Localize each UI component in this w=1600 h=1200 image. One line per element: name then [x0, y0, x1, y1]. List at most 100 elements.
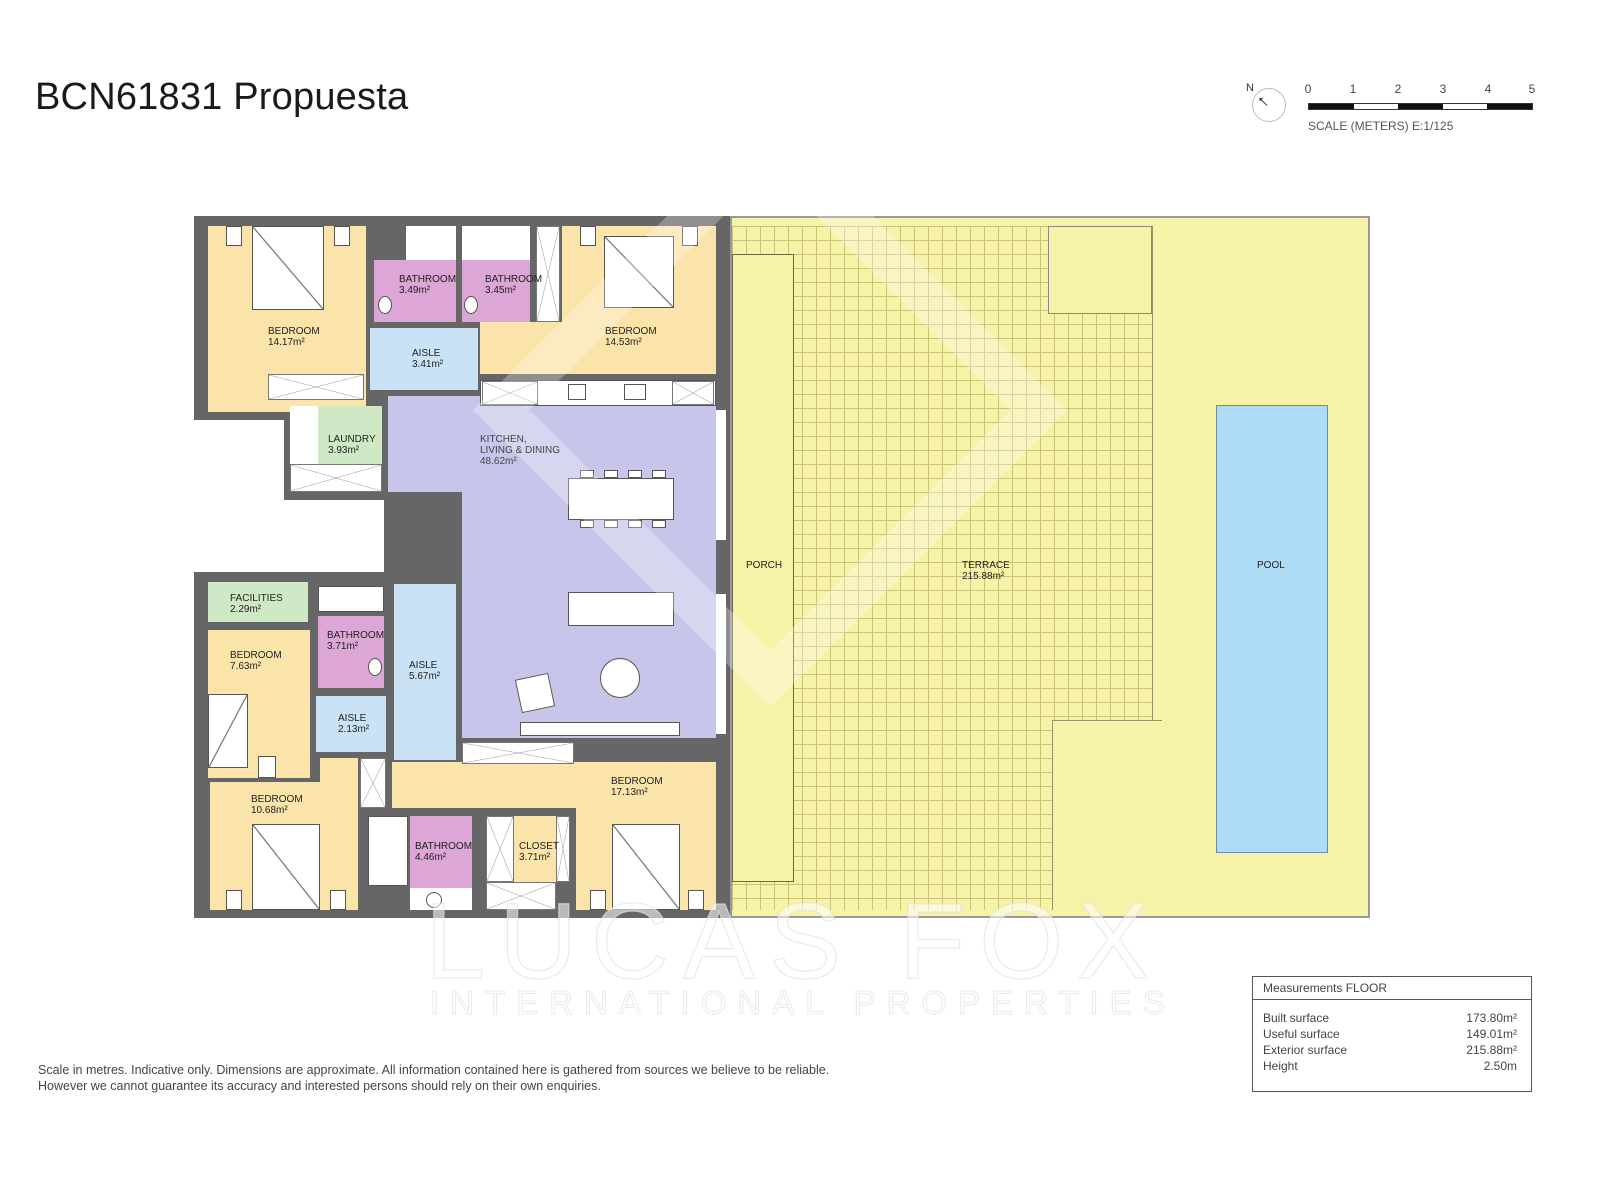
measurement-row: Built surface 173.80m²: [1253, 1010, 1531, 1026]
nightstand: [688, 890, 704, 910]
label-bedroom-small: BEDROOM 7.63m²: [230, 650, 282, 672]
label-terrace: TERRACE 215.88m²: [962, 560, 1010, 582]
scale-tick: 1: [1349, 82, 1357, 96]
terrace-plain-upper: [1048, 226, 1152, 314]
label-aisle-small: AISLE 2.13m²: [338, 713, 370, 735]
label-facilities: FACILITIES 2.29m²: [230, 593, 283, 615]
label-aisle-mid: AISLE 5.67m²: [409, 660, 441, 682]
scale-label: SCALE (METERS) E:1/125: [1308, 119, 1454, 133]
dining-chair: [580, 470, 594, 478]
bed-ne: [604, 236, 674, 308]
room-bathroom-4: [410, 816, 472, 888]
scale-tick: 2: [1394, 82, 1402, 96]
disclaimer: Scale in metres. Indicative only. Dimens…: [38, 1063, 830, 1093]
dining-chair: [652, 520, 666, 528]
label-pool: POOL: [1257, 560, 1285, 571]
nightstand: [258, 756, 276, 778]
dining-chair: [628, 470, 642, 478]
bathroom-1-shower: [406, 226, 456, 260]
sofa: [568, 592, 674, 626]
scale-tick: 5: [1528, 82, 1536, 96]
terrace-plain-lower: [1052, 720, 1162, 910]
dining-chair: [604, 470, 618, 478]
label-closet: CLOSET 3.71m²: [519, 841, 560, 863]
compass-circle: [1252, 88, 1286, 122]
measurements-title: Measurements FLOOR: [1253, 977, 1531, 1000]
label-laundry: LAUNDRY 3.93m²: [328, 434, 376, 456]
nightstand: [590, 890, 606, 910]
sink-icon: [568, 384, 586, 400]
kitchen-cabinet: [482, 381, 538, 405]
window-east: [716, 410, 726, 540]
closet-lower: [486, 882, 556, 910]
nightstand: [580, 226, 596, 246]
room-laundry: [318, 406, 382, 464]
cooktop-icon: [624, 384, 646, 400]
wardrobe-ne: [536, 226, 560, 322]
dining-chair: [604, 520, 618, 528]
label-bathroom-1: BATHROOM 3.49m²: [399, 274, 457, 296]
room-facilities: [208, 582, 308, 622]
dining-chair: [628, 520, 642, 528]
label-aisle-top: AISLE 3.41m²: [412, 348, 444, 370]
laundry-cabinet: [290, 464, 382, 492]
bed-se: [612, 824, 680, 910]
toilet-icon: [378, 296, 392, 314]
room-bedroom-ne-ext: [480, 322, 580, 374]
room-closet: [514, 816, 556, 882]
measurement-value: 215.88m²: [1466, 1043, 1517, 1057]
closet-rack: [556, 816, 570, 882]
bed-nw: [252, 226, 324, 310]
wardrobe-sw: [360, 758, 386, 808]
dining-chair: [580, 520, 594, 528]
scale-bar: [1308, 103, 1533, 110]
label-kitchen: KITCHEN, LIVING & DINING 48.62m²: [480, 434, 561, 467]
bed-small: [208, 694, 248, 768]
laundry-storage: [290, 406, 318, 464]
watermark-tagline: INTERNATIONAL PROPERTIES: [430, 984, 1176, 1022]
label-bedroom-sw: BEDROOM 10.68m²: [251, 794, 303, 816]
watermark-brand: LUCAS FOX: [424, 879, 1164, 1001]
bathroom-2-shower: [462, 226, 530, 260]
armchair: [514, 672, 556, 714]
label-porch: PORCH: [746, 560, 783, 571]
measurements-table: Measurements FLOOR Built surface 173.80m…: [1252, 976, 1532, 1092]
measurement-value: 149.01m²: [1466, 1027, 1517, 1041]
label-bathroom-4: BATHROOM 4.46m²: [415, 841, 473, 863]
room-aisle-mid: [394, 584, 456, 760]
closet-rack: [486, 816, 514, 882]
label-bedroom-ne: BEDROOM 14.53m²: [605, 326, 657, 348]
label-bedroom-nw: BEDROOM 14.17m²: [268, 326, 320, 348]
window-east: [716, 594, 726, 734]
measurement-label: Height: [1263, 1059, 1298, 1073]
measurement-row: Exterior surface 215.88m²: [1253, 1042, 1531, 1058]
room-bedroom-sw-ext: [320, 758, 358, 788]
pool: [1216, 405, 1328, 853]
room-aisle-top: [370, 328, 478, 390]
nightstand: [330, 890, 346, 910]
measurement-row: Useful surface 149.01m²: [1253, 1026, 1531, 1042]
bathroom-4-shower: [368, 816, 408, 886]
porch-area: [732, 254, 794, 882]
bed-sw: [252, 824, 320, 910]
living-connector: [388, 396, 462, 492]
tv-unit: [520, 722, 680, 736]
nightstand: [334, 226, 350, 246]
measurement-label: Exterior surface: [1263, 1043, 1348, 1057]
compass-north-label: N: [1246, 82, 1254, 94]
wardrobe-nw: [268, 374, 364, 400]
room-aisle-small: [316, 696, 386, 752]
measurement-row: Height 2.50m: [1253, 1058, 1531, 1074]
scale-tick: 4: [1484, 82, 1492, 96]
toilet-icon: [464, 296, 478, 314]
bathroom-3-tub: [318, 586, 384, 612]
room-bathroom-3: [318, 616, 384, 688]
scale-tick: 3: [1439, 82, 1447, 96]
label-bathroom-2: BATHROOM 3.45m²: [485, 274, 543, 296]
measurement-label: Useful surface: [1263, 1027, 1340, 1041]
measurement-value: 2.50m: [1483, 1059, 1517, 1073]
toilet-icon: [368, 658, 382, 676]
kitchen-cabinet: [672, 381, 714, 405]
measurement-label: Built surface: [1263, 1011, 1330, 1025]
